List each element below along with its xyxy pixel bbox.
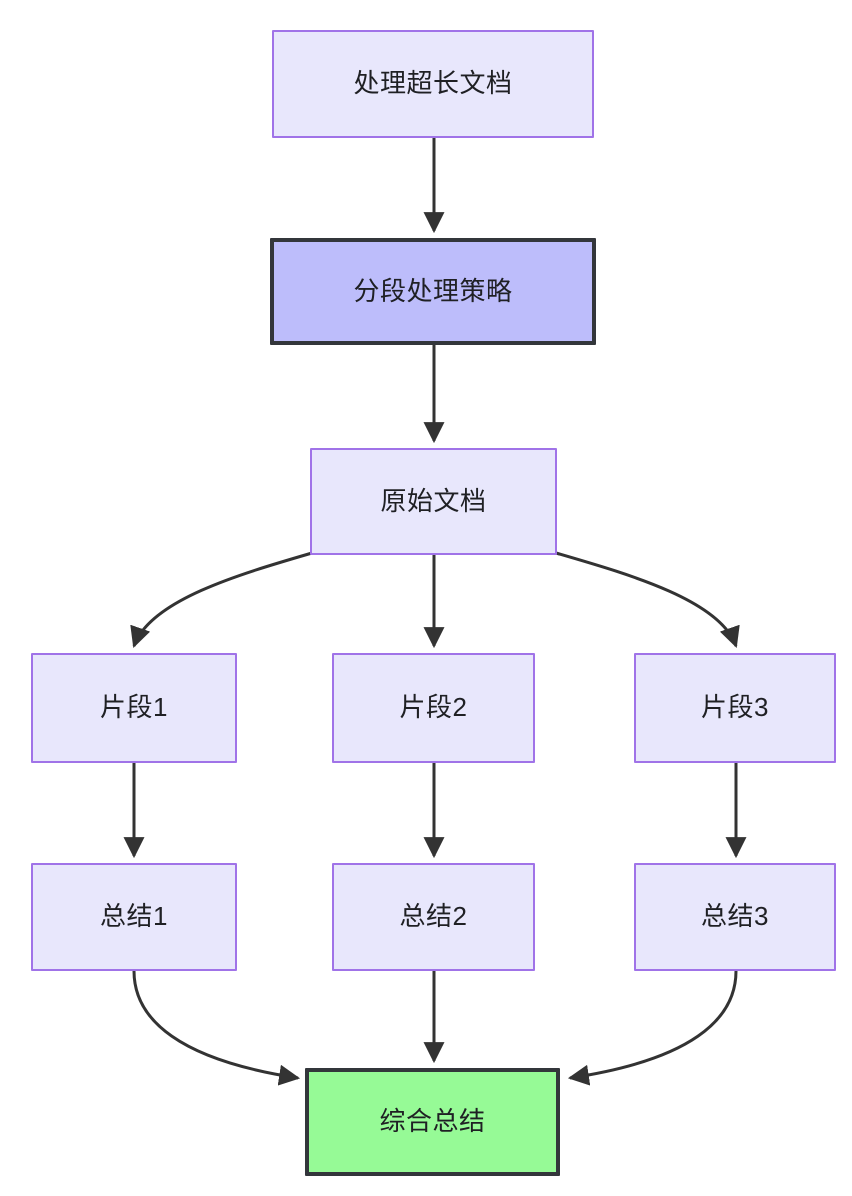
edge-n7-n10 [132,970,301,1086]
node-label: 总结2 [399,901,468,932]
node-summary-1[interactable]: 总结1 [31,863,237,971]
edge-n3-n6 [555,551,740,648]
node-fragment-2[interactable]: 片段2 [332,653,535,763]
node-label: 片段1 [100,692,168,723]
node-label: 分段处理策略 [353,275,513,306]
node-label: 片段3 [701,692,769,723]
node-fragment-3[interactable]: 片段3 [634,653,836,763]
node-process-long-document[interactable]: 处理超长文档 [272,30,594,138]
edge-n9-n10 [567,970,738,1086]
node-original-document[interactable]: 原始文档 [310,448,557,555]
node-chunking-strategy[interactable]: 分段处理策略 [270,238,596,345]
edge-n3-n4 [130,551,313,648]
node-comprehensive-summary[interactable]: 综合总结 [305,1068,560,1176]
node-label: 综合总结 [379,1106,486,1137]
node-summary-3[interactable]: 总结3 [634,863,836,971]
node-label: 总结1 [100,901,168,932]
node-label: 处理超长文档 [353,68,513,99]
node-label: 原始文档 [380,485,487,516]
node-label: 总结3 [701,901,769,932]
node-summary-2[interactable]: 总结2 [332,863,535,971]
node-label: 片段2 [399,692,468,723]
node-fragment-1[interactable]: 片段1 [31,653,237,763]
